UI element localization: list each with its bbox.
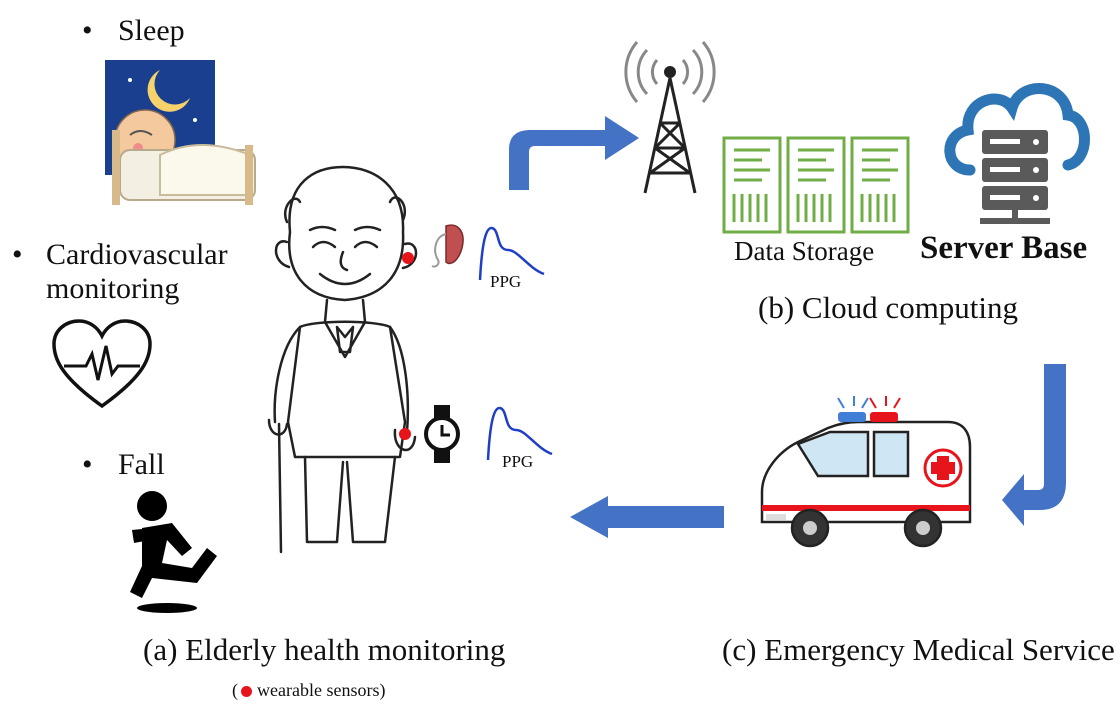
caption-cloud-computing: (b) Cloud computing [758,290,1019,325]
hearing-aid-icon [431,224,464,268]
cloud-server-icon [944,83,1090,224]
sensor-legend: ( wearable sensors) [232,680,385,701]
legend-text: wearable sensors) [257,680,386,700]
bullet-dot-fall: • [82,448,93,481]
fall-pictogram-icon [130,491,217,613]
legend-open-paren: ( [232,680,238,700]
server-base-label: Server Base [920,230,1088,266]
elderly-man-illustration [267,165,418,554]
antenna-tower-icon [624,41,716,194]
bullet-dot-sleep: • [82,14,93,47]
heart-ecg-icon [52,319,152,409]
ppg-label-top: PPG [490,272,522,291]
arrow-cloud-to-ems [1002,364,1066,526]
caption-elderly-monitoring: (a) Elderly health monitoring [143,632,506,667]
caption-emergency-medical-service: (c) Emergency Medical Service [722,632,1115,667]
fall-label: Fall [118,448,165,481]
ppg-wave-bottom [486,406,553,461]
bullet-dot-cardio: • [12,238,23,271]
arrow-to-tower [509,116,639,190]
ppg-wave-top [478,226,545,281]
sensor-dot-icon [241,685,252,697]
sleep-illustration [105,60,256,205]
ppg-label-bottom: PPG [502,452,534,471]
ambulance-icon [760,396,972,548]
sleep-label: Sleep [118,14,185,47]
cardio-label: Cardiovascular monitoring [46,238,228,305]
data-storage-icon [722,136,910,234]
watch-icon [424,405,460,463]
arrow-ems-to-elderly [570,496,724,538]
data-storage-label: Data Storage [734,236,875,266]
